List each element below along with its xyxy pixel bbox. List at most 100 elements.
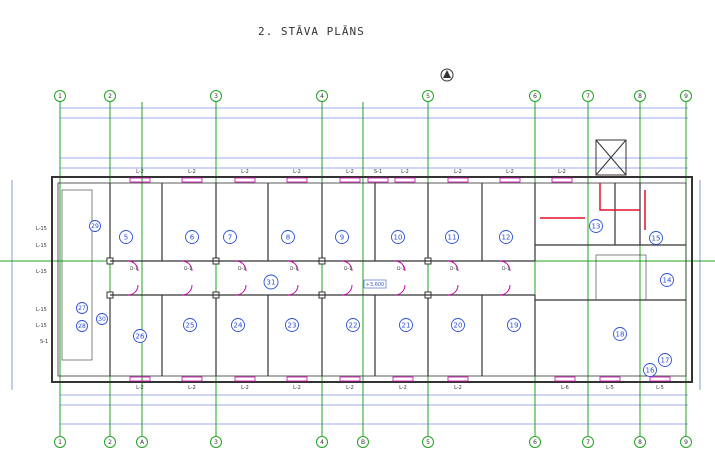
window (339, 376, 361, 382)
room-number: 21 (402, 322, 411, 330)
room-number: 25 (186, 322, 195, 330)
window-label: L-2 (454, 385, 462, 391)
grid-bubble (680, 436, 692, 448)
door-label: D-1 (130, 266, 138, 272)
window (599, 376, 621, 382)
room-number: 11 (448, 234, 457, 242)
window-label: L-2 (293, 385, 301, 391)
room-number: 9 (340, 234, 344, 242)
exterior-walls (51, 176, 693, 383)
grid-bubble (54, 90, 66, 102)
window (286, 376, 308, 382)
door-label: D-1 (184, 266, 192, 272)
grid-bubble (136, 436, 148, 448)
room-tag (281, 230, 295, 244)
window-label: L-6 (561, 385, 569, 391)
room-number: 17 (661, 357, 670, 365)
room-tag (185, 230, 199, 244)
room-tag (451, 318, 465, 332)
grid-bubble (529, 436, 541, 448)
window (181, 376, 203, 382)
grid-bubble (316, 436, 328, 448)
dimension-lines (11, 107, 701, 425)
room-tag (96, 313, 108, 325)
room-number: 30 (98, 316, 106, 323)
grid-bubble-label: 4 (320, 93, 324, 100)
plan-title: 2. STĀVA PLĀNS (258, 25, 365, 38)
grid-bubble-label: 4 (320, 439, 324, 446)
room-tag (649, 231, 663, 245)
door-label: D-1 (397, 266, 405, 272)
room-number: 31 (267, 279, 276, 287)
room-tag (445, 230, 459, 244)
room-number: 8 (286, 234, 290, 242)
room-tag (263, 274, 279, 290)
grid-bubble-label: A (140, 439, 145, 446)
window-label: L-2 (136, 169, 144, 175)
grid-bubble (210, 90, 222, 102)
grid-bubble-label: 7 (586, 93, 590, 100)
window-label: L-2 (241, 385, 249, 391)
grid-bubble-label: 5 (426, 439, 430, 446)
window-label: L-2 (558, 169, 566, 175)
window-label: S-1 (374, 169, 382, 175)
room-tag (658, 353, 672, 367)
side-label: L-15 (36, 269, 47, 275)
grid-bubble (104, 436, 116, 448)
side-label: S-1 (40, 339, 48, 345)
pipes (540, 183, 646, 230)
grid-bubble (529, 90, 541, 102)
room-number: 29 (91, 223, 99, 230)
window-label: L-5 (656, 385, 664, 391)
room-number: 12 (502, 234, 511, 242)
room-tag (335, 230, 349, 244)
grid-bubble-label: 5 (426, 93, 430, 100)
grid-bubble-label: 1 (58, 439, 62, 446)
room-number: 24 (234, 322, 243, 330)
grid-bubble (422, 90, 434, 102)
door-swing (341, 260, 353, 272)
room-tag (119, 230, 133, 244)
left-stair (61, 189, 93, 361)
side-label: L-15 (36, 226, 47, 232)
room-tag (346, 318, 360, 332)
door-label: D-1 (290, 266, 298, 272)
grid-bubble (210, 436, 222, 448)
grid-bubble-label: 8 (638, 93, 642, 100)
window (394, 177, 416, 183)
elevator-shaft (595, 139, 627, 176)
window (551, 177, 573, 183)
room-tag (223, 230, 237, 244)
grid-bubble (54, 436, 66, 448)
corridor-level-text: +3,600 (366, 282, 385, 288)
window-label: L-5 (606, 385, 614, 391)
room-number: 22 (349, 322, 358, 330)
room-tag (643, 363, 657, 377)
corridor (110, 260, 535, 296)
door-swing (287, 284, 299, 296)
room-tag (391, 230, 405, 244)
room-number: 10 (394, 234, 403, 242)
side-label: L-15 (36, 243, 47, 249)
grid-bubble (680, 90, 692, 102)
window-label: L-2 (188, 385, 196, 391)
grid-bubble-label: 6 (533, 93, 537, 100)
window-label: L-2 (399, 385, 407, 391)
door-swing (235, 260, 247, 272)
room-tag (589, 219, 603, 233)
interior-walls (106, 183, 686, 376)
door-swing (181, 284, 193, 296)
side-label: L-15 (36, 307, 47, 313)
room-number: 14 (663, 277, 672, 285)
room-number: 28 (78, 323, 86, 330)
window-label: L-2 (188, 169, 196, 175)
grid-bubble (634, 90, 646, 102)
window-label: L-2 (346, 169, 354, 175)
window (286, 177, 308, 183)
room-tag (89, 220, 101, 232)
door-label: D-1 (238, 266, 246, 272)
window-label: L-2 (346, 385, 354, 391)
grid-bubble (582, 90, 594, 102)
window-label: L-2 (401, 169, 409, 175)
